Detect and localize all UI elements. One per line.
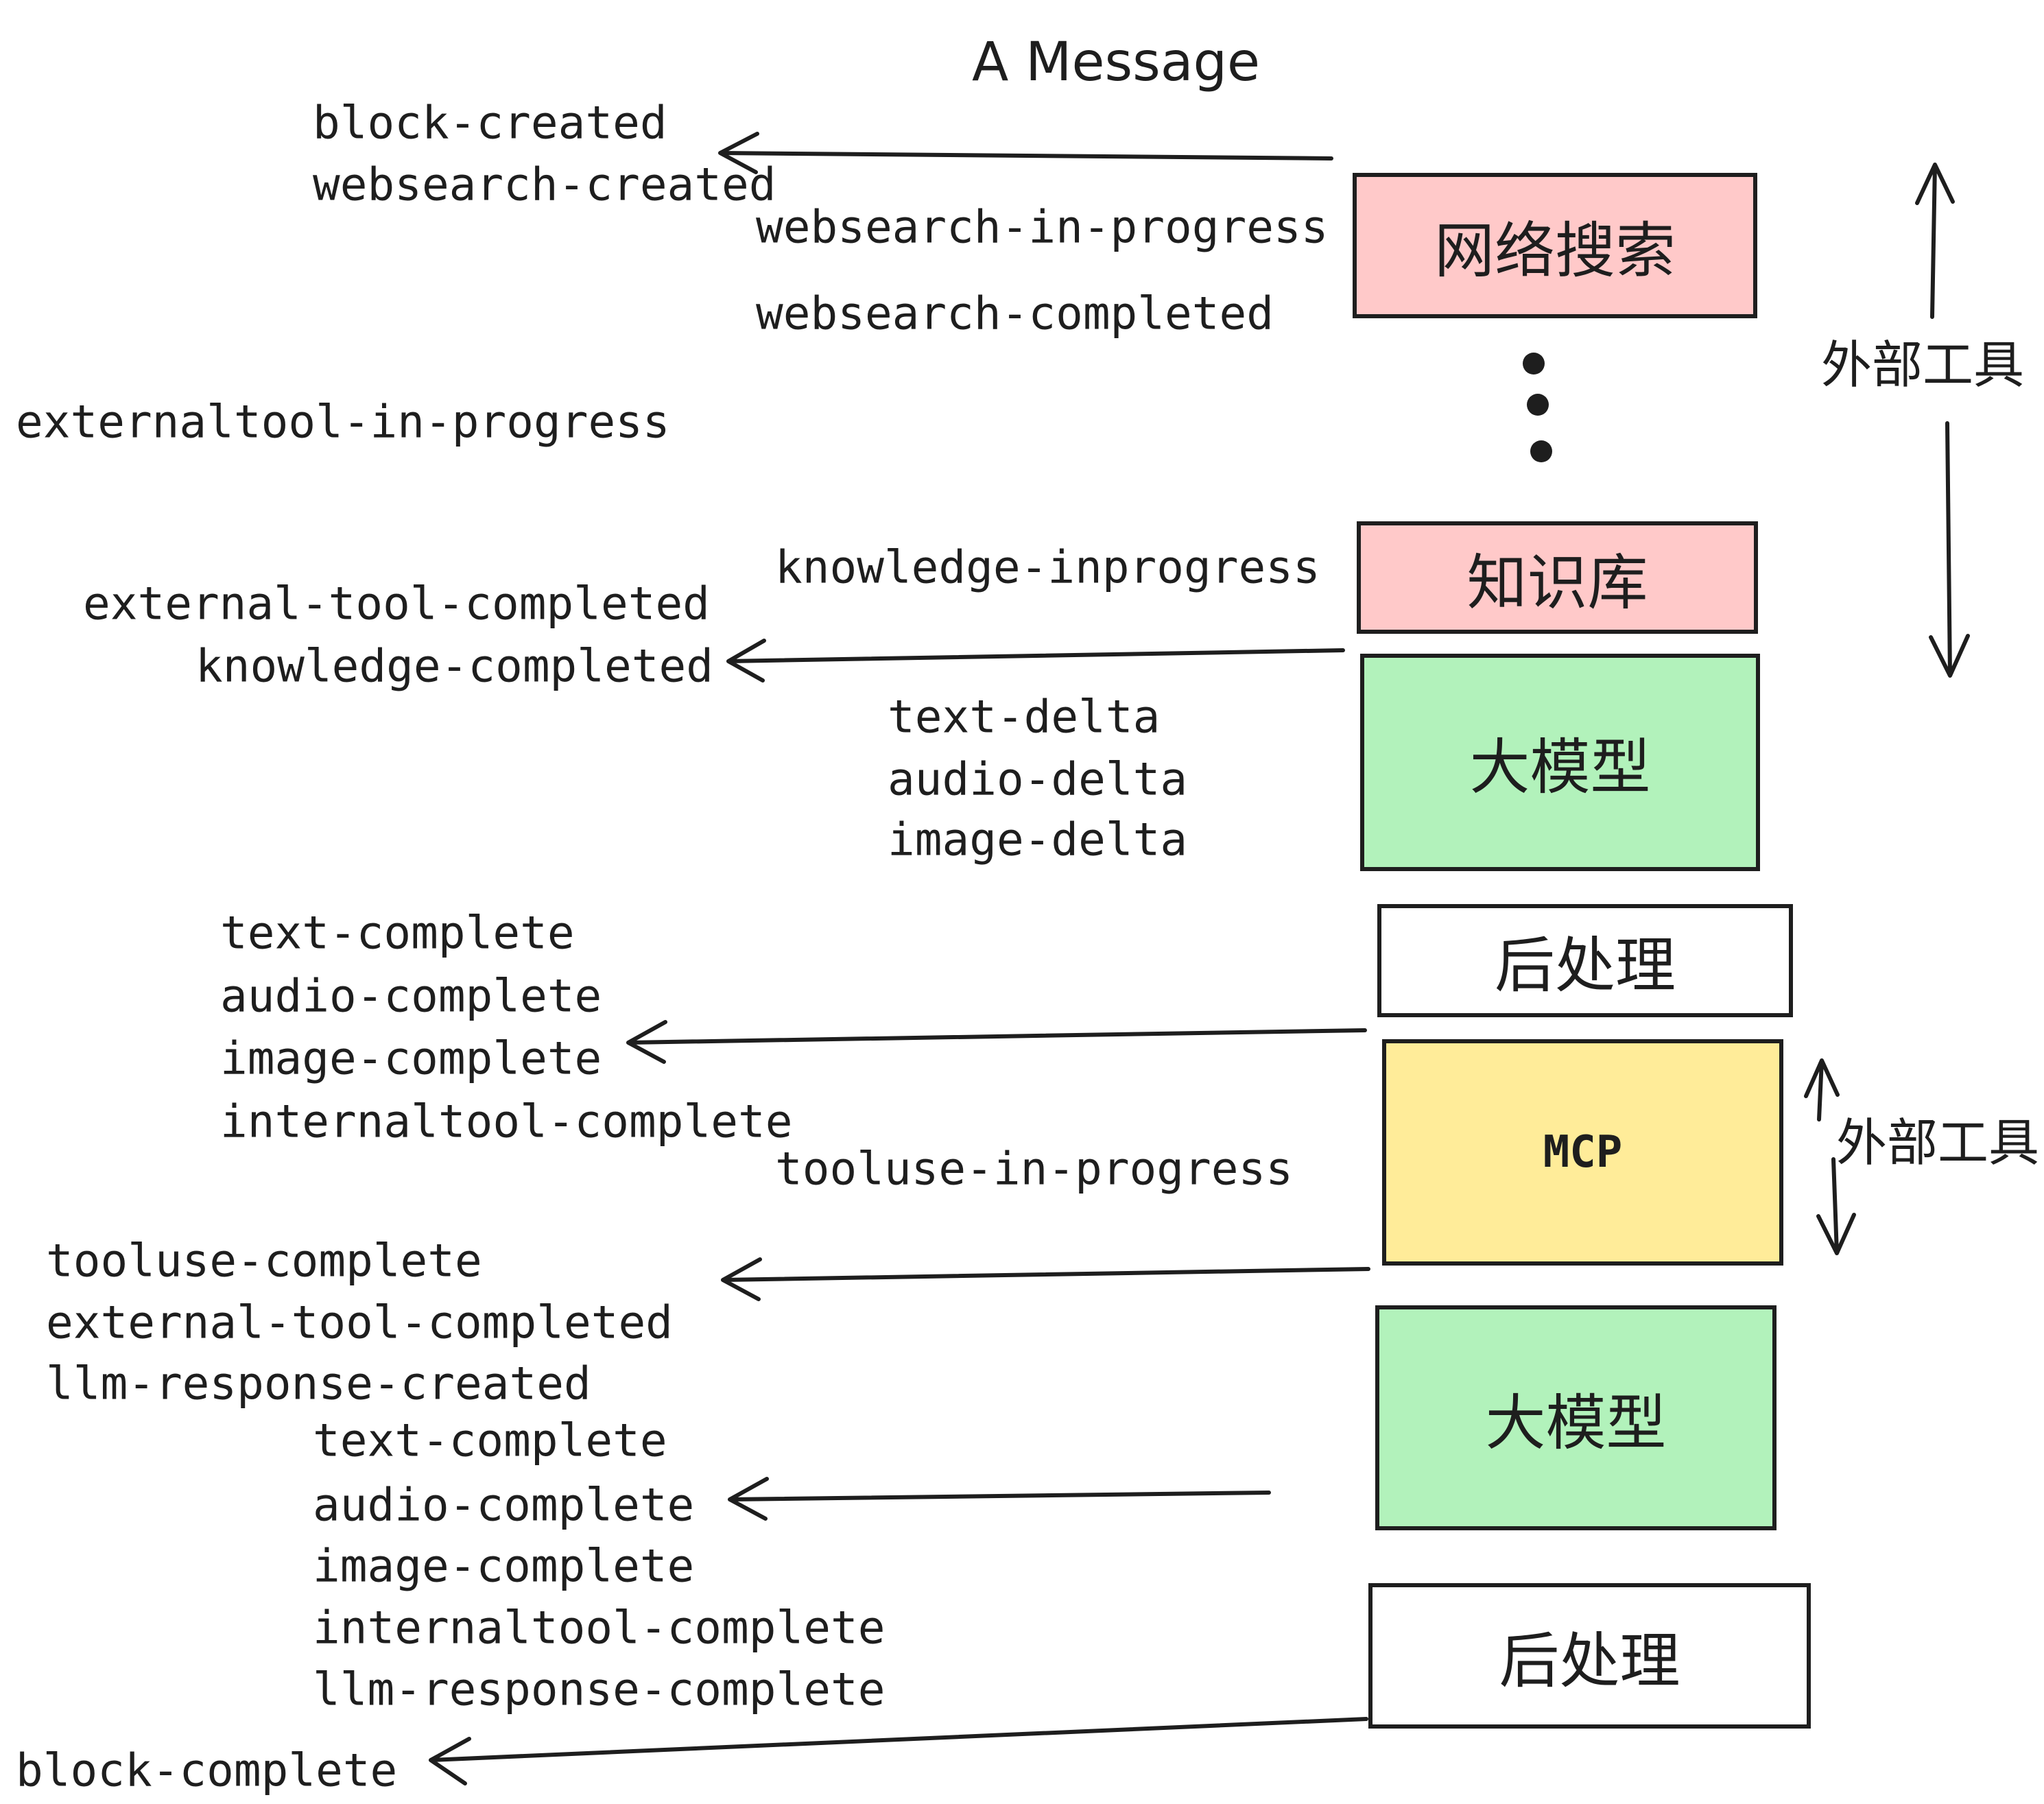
event-text-delta-1: text-delta <box>888 690 1161 744</box>
arrow-websearch-to-block-created <box>718 132 1333 174</box>
event-knowledge-completed: knowledge-completed <box>195 639 713 693</box>
event-tooluse-in-progress: tooluse-in-progress <box>775 1142 1293 1196</box>
event-llm-response-complete: llm-response-complete <box>313 1663 886 1716</box>
box-llm-1: 大模型 <box>1360 654 1760 871</box>
event-audio-delta-1: audio-delta <box>888 752 1188 806</box>
arrow-llm1-to-knowledge-completed <box>726 639 1345 683</box>
event-block-complete: block-complete <box>16 1744 398 1797</box>
event-tooluse-complete: tooluse-complete <box>46 1234 482 1287</box>
diagram-title: A Message <box>972 32 1261 94</box>
external-tools-down-arrow-2 <box>1816 1157 1856 1255</box>
event-websearch-completed: websearch-completed <box>756 287 1274 340</box>
external-tools-up-arrow-2 <box>1804 1058 1840 1121</box>
event-websearch-in-progress: websearch-in-progress <box>756 200 1329 254</box>
arrow-mcp-to-image-complete <box>626 1020 1367 1064</box>
external-tools-down-arrow-1 <box>1929 421 1970 678</box>
event-knowledge-inprogress: knowledge-inprogress <box>775 541 1320 594</box>
event-llm-response-created: llm-response-created <box>46 1357 591 1410</box>
event-websearch-created: websearch-created <box>313 158 776 211</box>
box-knowledge: 知识库 <box>1357 521 1758 634</box>
box-postprocess-2-label: 后处理 <box>1499 1625 1680 1696</box>
box-knowledge-label: 知识库 <box>1466 547 1648 618</box>
event-external-tool-completed: external-tool-completed <box>83 577 710 630</box>
external-tools-label-1: 外部工具 <box>1821 335 2024 395</box>
box-postprocess-1: 后处理 <box>1377 904 1793 1017</box>
event-image-complete-1: image-complete <box>220 1032 602 1085</box>
event-internaltool-complete-1: internaltool-complete <box>220 1095 793 1148</box>
box-llm-2: 大模型 <box>1375 1305 1776 1530</box>
vertical-ellipsis-dots <box>1523 353 1552 462</box>
event-internaltool-complete-2: internaltool-complete <box>313 1601 886 1654</box>
box-llm-2-label: 大模型 <box>1485 1387 1667 1458</box>
box-websearch: 网络搜索 <box>1353 173 1757 318</box>
event-audio-complete-1: audio-complete <box>220 969 602 1023</box>
event-externaltool-in-progress: externaltool-in-progress <box>16 395 670 449</box>
box-llm-1-label: 大模型 <box>1469 732 1651 803</box>
event-external-tool-completed-2: external-tool-completed <box>46 1296 673 1349</box>
box-postprocess-1-label: 后处理 <box>1494 930 1676 1001</box>
event-image-complete-2: image-complete <box>313 1539 695 1593</box>
event-text-complete-1: text-complete <box>220 906 575 960</box>
box-mcp: MCP <box>1382 1039 1783 1266</box>
arrow-postprocess2-to-block-complete <box>429 1717 1368 1785</box>
external-tools-label-2: 外部工具 <box>1836 1113 2039 1173</box>
box-mcp-label: MCP <box>1543 1127 1623 1178</box>
event-image-delta-1: image-delta <box>888 813 1188 866</box>
box-websearch-label: 网络搜索 <box>1434 215 1676 286</box>
external-tools-up-arrow-1 <box>1915 163 1955 319</box>
event-text-complete-2: text-complete <box>313 1414 667 1467</box>
arrow-llm2-to-audio-complete <box>728 1477 1271 1521</box>
arrow-mcp-to-tooluse-complete <box>721 1257 1370 1301</box>
event-audio-complete-2: audio-complete <box>313 1478 695 1532</box>
event-block-created: block-created <box>313 96 667 150</box>
box-postprocess-2: 后处理 <box>1368 1583 1811 1729</box>
